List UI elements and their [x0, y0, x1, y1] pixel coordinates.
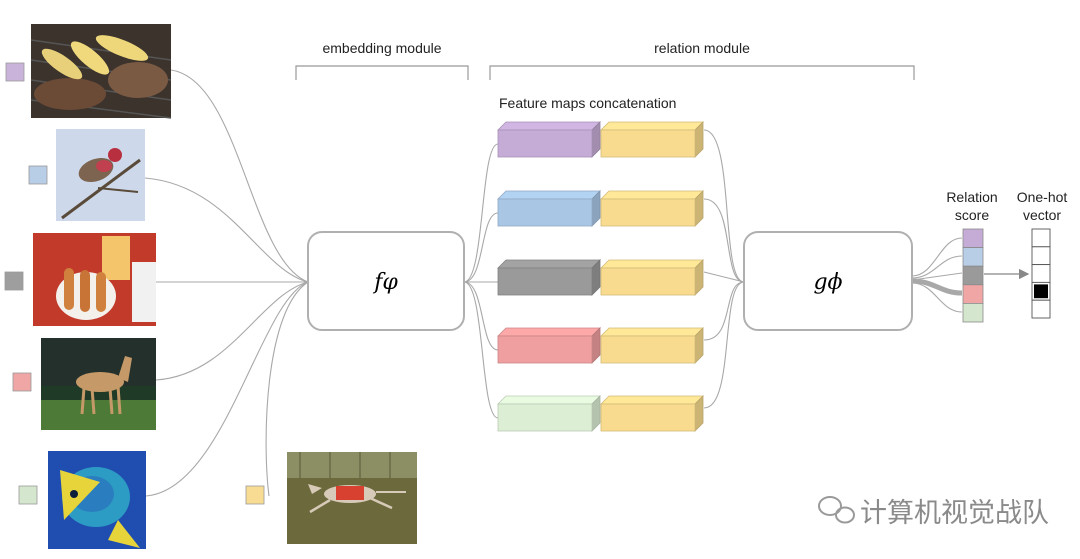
support-feature-map-4	[497, 327, 601, 364]
relation-function-symbol: gϕ	[813, 270, 842, 295]
query-feature-map-3	[600, 259, 704, 296]
watermark-text: 计算机视觉战队	[860, 498, 1049, 529]
query-image-dog-running	[287, 452, 417, 544]
query-feature-map-4	[600, 327, 704, 364]
support-class-swatch-5	[18, 485, 38, 505]
query-feature-map-5	[600, 395, 704, 432]
onehot-cell	[1031, 264, 1051, 283]
support-feature-map-5	[497, 395, 601, 432]
relation-score-cell	[962, 302, 984, 323]
relation-score-cell	[962, 228, 984, 249]
query-feature-map-2	[600, 190, 704, 227]
fanout-connectors	[463, 143, 499, 419]
support-image-fish	[48, 451, 146, 549]
relation-score-label-line2: score	[955, 207, 989, 223]
support-class-swatch-2	[28, 165, 48, 185]
support-class-swatch-1	[5, 62, 25, 82]
input-connectors	[144, 69, 309, 497]
relation-score-label-line1: Relation	[946, 189, 997, 205]
embedding-function-box	[307, 231, 465, 331]
support-image-hotdogs	[33, 233, 156, 326]
relation-score-cell	[962, 265, 984, 286]
embedding-function-symbol: fφ	[372, 270, 398, 295]
support-feature-map-3	[497, 259, 601, 296]
onehot-cell	[1031, 299, 1051, 319]
support-class-swatch-4	[12, 372, 32, 392]
fanin-connectors	[703, 129, 745, 409]
class-swatches	[4, 62, 265, 505]
relation-score-cell	[962, 284, 984, 304]
feature-maps-label: Feature maps concatenation	[499, 95, 676, 111]
relation-module-label: relation module	[654, 40, 750, 56]
onehot-label-line1: One-hot	[1017, 189, 1068, 205]
onehot-cell	[1031, 228, 1051, 248]
embedding-module-label: embedding module	[322, 40, 441, 56]
onehot-cell	[1031, 246, 1051, 266]
support-class-swatch-3	[4, 271, 24, 291]
onehot-vector	[1031, 228, 1051, 319]
score-max-connector	[911, 278, 963, 296]
support-image-dog	[41, 338, 156, 430]
relation-function-box	[743, 231, 913, 331]
support-feature-map-1	[497, 121, 601, 158]
onehot-label-line2: vector	[1023, 207, 1061, 223]
score-connectors	[911, 237, 963, 313]
embedding-module-brace	[295, 65, 469, 80]
feature-rows	[497, 121, 704, 432]
query-feature-map-1	[600, 121, 704, 158]
support-feature-map-2	[497, 190, 601, 227]
support-image-bird	[56, 129, 145, 221]
onehot-active-cell	[1034, 284, 1048, 299]
relation-module-brace	[489, 65, 915, 80]
support-image-corn	[30, 24, 172, 119]
relation-score-stack	[962, 228, 984, 323]
query-class-swatch	[245, 485, 265, 505]
relation-score-cell	[962, 247, 984, 267]
wechat-icon	[818, 496, 855, 524]
